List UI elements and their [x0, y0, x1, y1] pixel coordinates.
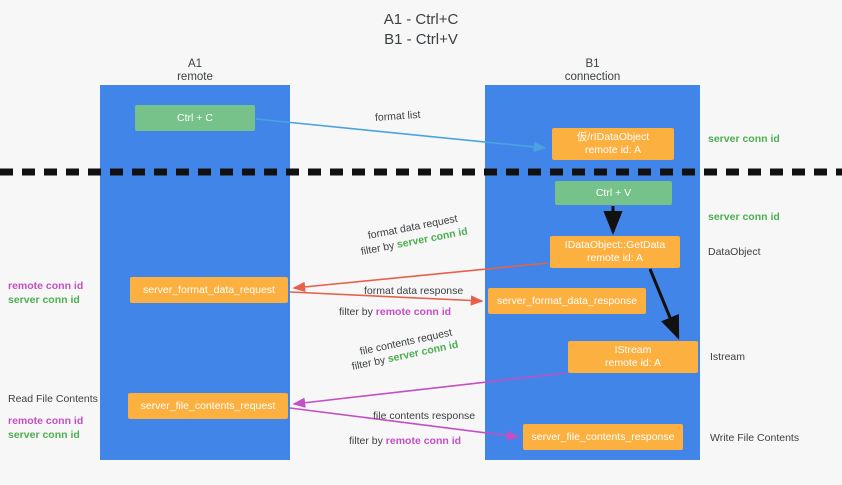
box-server-format-data-request[interactable]: server_format_data_request [130, 277, 288, 303]
label-format-data-response: format data response [364, 285, 464, 297]
label-file-contents-response: file contents response [373, 410, 476, 422]
box-getdata-line1: IDataObject::GetData [564, 239, 666, 251]
left-remote-conn-id-2: remote conn id [8, 415, 84, 427]
filter-prefix: filter by [339, 306, 376, 318]
lane-b1-sub: connection [564, 71, 621, 83]
right-label-dataobject: DataObject [708, 246, 761, 258]
lane-a1-sub: remote [177, 71, 213, 83]
box-ctrl-v[interactable]: Ctrl + V [555, 181, 672, 205]
box-server-format-data-response[interactable]: server_format_data_response [488, 288, 646, 314]
label-format-data-response-filter: filter by remote conn id [339, 305, 451, 319]
box-istream-line1: IStream [614, 344, 652, 356]
box-getdata-line2: remote id: A [586, 252, 643, 264]
lane-header-b1: B1 connection [535, 58, 650, 84]
box-idataobject-line2: remote id: A [584, 144, 641, 156]
box-idataobject-getdata[interactable]: IDataObject::GetData remote id: A [550, 236, 680, 268]
right-label-server-conn-id-top: server conn id [708, 133, 780, 145]
box-istream[interactable]: IStream remote id: A [568, 341, 698, 373]
lane-header-a1: A1 remote [140, 58, 250, 84]
left-server-conn-id-1: server conn id [8, 294, 80, 306]
label-file-contents-response-filter: filter by remote conn id [349, 434, 461, 448]
box-istream-line2: remote id: A [604, 357, 662, 369]
filter-prefix: filter by [359, 239, 399, 258]
lane-b1-name: B1 [585, 58, 600, 70]
filter-prefix: filter by [349, 435, 386, 447]
filter-value-remote-conn-id: remote conn id [375, 306, 452, 318]
lane-a1-name: A1 [187, 58, 203, 70]
filter-value-remote-conn-id: remote conn id [385, 435, 462, 447]
label-format-list: format list [374, 108, 421, 124]
filter-prefix: filter by [350, 353, 390, 373]
left-remote-conn-id-1: remote conn id [8, 280, 84, 292]
box-idataobject-line1: 仮/rIDataObject [576, 131, 650, 143]
title-line-1: A1 - Ctrl+C [383, 11, 459, 28]
diagram-title: A1 - Ctrl+C B1 - Ctrl+V [0, 10, 842, 50]
left-annotation-conn-ids-top: remote conn id server conn id [8, 279, 83, 307]
title-line-2: B1 - Ctrl+V [384, 31, 458, 48]
box-ctrl-c[interactable]: Ctrl + C [135, 105, 255, 131]
right-label-server-conn-id-mid: server conn id [708, 211, 780, 223]
right-label-write-file-contents: Write File Contents [710, 432, 800, 444]
box-server-file-contents-response[interactable]: server_file_contents_response [523, 424, 683, 450]
right-label-istream: Istream [710, 351, 746, 363]
box-idataobject[interactable]: 仮/rIDataObject remote id: A [552, 128, 674, 160]
box-server-file-contents-request[interactable]: server_file_contents_request [128, 393, 288, 419]
left-server-conn-id-2: server conn id [8, 429, 80, 441]
left-label-read-file-contents: Read File Contents [8, 393, 98, 405]
left-annotation-conn-ids-bottom: remote conn id server conn id [8, 414, 83, 442]
